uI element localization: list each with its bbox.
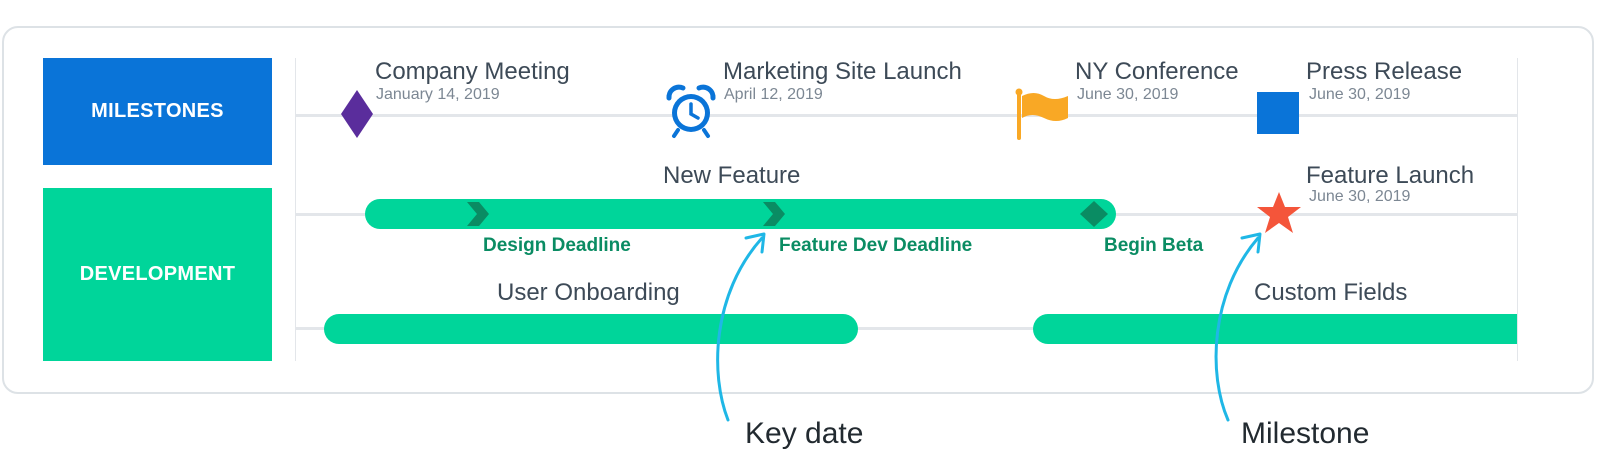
milestone-title-press-release[interactable]: Press Release: [1306, 58, 1463, 85]
key-date-callout-arrow: [716, 232, 766, 422]
task-bar-new-feature[interactable]: [365, 199, 1116, 229]
key-date-diamond-icon[interactable]: [1080, 201, 1108, 227]
milestone-date-marketing-site-launch: April 12, 2019: [724, 86, 823, 103]
task-title-user-onboarding[interactable]: User Onboarding: [497, 279, 680, 306]
task-title-new-feature[interactable]: New Feature: [663, 162, 801, 189]
callout-key-date: Key date: [745, 417, 864, 450]
development-track-2: [296, 327, 1517, 330]
task-title-custom-fields[interactable]: Custom Fields: [1254, 279, 1408, 306]
milestone-date-press-release: June 30, 2019: [1309, 86, 1411, 103]
key-date-chevron-icon[interactable]: [761, 200, 787, 228]
milestones-track: [296, 114, 1517, 117]
lane-label-milestones: MILESTONES: [43, 58, 272, 165]
task-bar-custom-fields[interactable]: [1033, 314, 1517, 344]
milestone-title-company-meeting[interactable]: Company Meeting: [375, 58, 570, 85]
lane-divider: [295, 58, 296, 361]
square-icon[interactable]: [1257, 92, 1299, 134]
alarm-clock-icon[interactable]: [665, 84, 717, 138]
lane-label-development: DEVELOPMENT: [43, 188, 272, 361]
timeline-right-edge: [1517, 58, 1518, 361]
key-date-label-feature-dev-deadline: Feature Dev Deadline: [779, 235, 973, 256]
milestone-title-marketing-site-launch[interactable]: Marketing Site Launch: [723, 58, 962, 85]
task-bar-user-onboarding[interactable]: [324, 314, 858, 344]
key-date-label-begin-beta: Begin Beta: [1104, 235, 1204, 256]
milestone-date-company-meeting: January 14, 2019: [376, 86, 500, 103]
key-date-chevron-icon[interactable]: [465, 200, 491, 228]
milestone-date-ny-conference: June 30, 2019: [1077, 86, 1179, 103]
milestone-title-ny-conference[interactable]: NY Conference: [1075, 58, 1239, 85]
milestone-title-feature-launch[interactable]: Feature Launch: [1306, 162, 1475, 189]
flag-icon[interactable]: [1014, 88, 1070, 140]
milestone-callout-arrow: [1214, 232, 1262, 422]
milestone-date-feature-launch: June 30, 2019: [1309, 188, 1411, 205]
diamond-icon[interactable]: [341, 90, 373, 138]
callout-milestone: Milestone: [1241, 417, 1370, 450]
star-icon[interactable]: [1256, 191, 1302, 235]
key-date-label-design-deadline: Design Deadline: [483, 235, 631, 256]
